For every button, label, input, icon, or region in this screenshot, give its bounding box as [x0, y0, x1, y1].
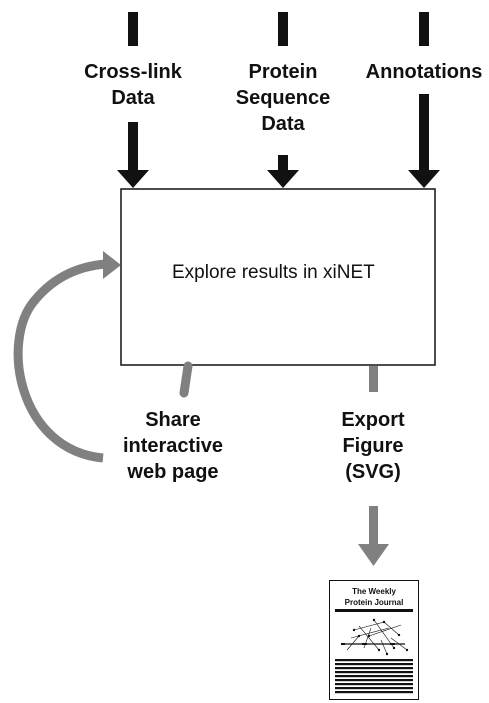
- xinet-label: Explore results in xiNET: [172, 262, 375, 283]
- crosslink-label: Cross-link Data: [84, 61, 182, 109]
- journal-thumbnail: The Weekly Protein Journal: [329, 580, 419, 700]
- network-nodes: [340, 618, 408, 655]
- export-arrow: [358, 366, 389, 566]
- sequence-label: Protein Sequence Data: [235, 61, 331, 135]
- network-figure: [342, 619, 407, 654]
- share-loop-arrow: [13, 251, 193, 463]
- journal-illustration: [334, 608, 413, 693]
- annotations-label: Annotations: [365, 61, 483, 83]
- crosslink-arrow: [117, 12, 149, 188]
- share-label: Share interactive web page: [122, 409, 224, 483]
- export-label: Export Figure (SVG): [341, 409, 405, 483]
- journal-title-line-2: Protein Journal: [344, 598, 404, 607]
- sequence-arrow: [267, 12, 299, 188]
- journal-text-lines: [334, 658, 413, 693]
- xinet-box: [120, 188, 436, 366]
- annotations-arrow: [408, 12, 440, 188]
- journal-title-line-1: The Weekly: [352, 587, 396, 596]
